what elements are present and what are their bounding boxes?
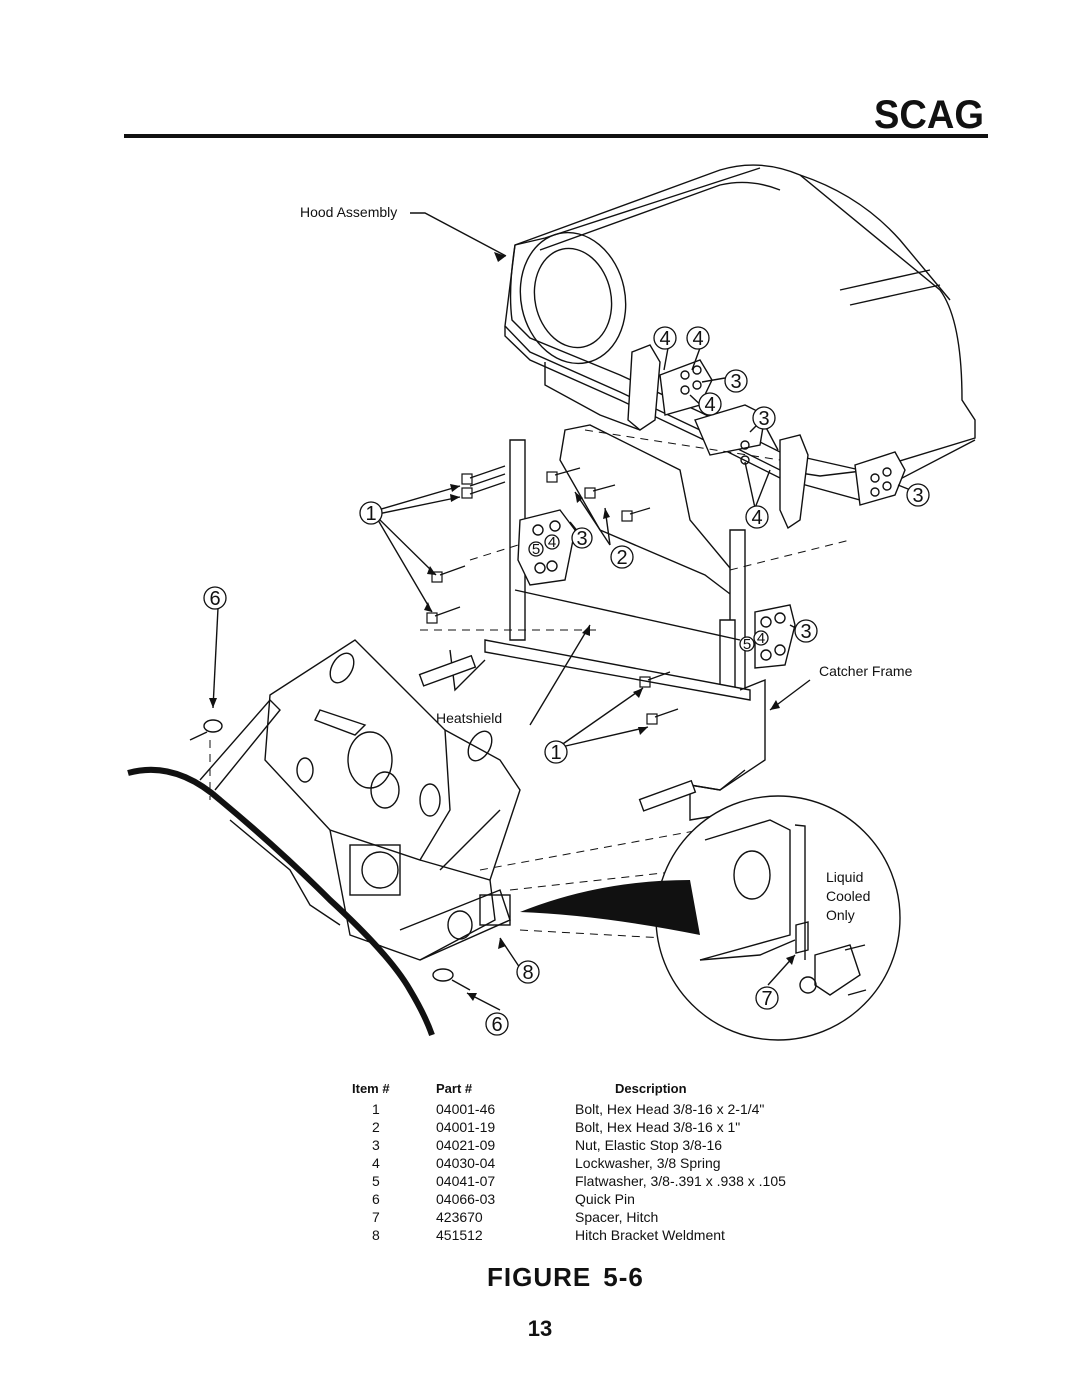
parts-row: 7 423670 Spacer, Hitch: [352, 1208, 832, 1226]
part-description: Bolt, Hex Head 3/8-16 x 1": [575, 1119, 741, 1135]
header-description: Description: [615, 1081, 687, 1096]
callout-2: 2: [616, 547, 627, 569]
callout-8: 8: [522, 962, 533, 984]
callout-5-b: 5: [743, 636, 751, 653]
parts-row: 8 451512 Hitch Bracket Weldment: [352, 1226, 832, 1244]
callout-3-c: 3: [730, 371, 741, 393]
callout-6-a: 6: [209, 588, 220, 610]
hood-assembly: [504, 164, 976, 501]
callout-7: 7: [761, 988, 772, 1010]
part-number: 04030-04: [436, 1155, 496, 1171]
bolts: [426, 465, 679, 725]
callout-4-d: 4: [692, 328, 703, 350]
item-number: 2: [372, 1119, 380, 1135]
hood-mount-brackets: [627, 344, 906, 530]
label-hood-assembly: Hood Assembly: [300, 204, 397, 220]
part-description: Lockwasher, 3/8 Spring: [575, 1155, 721, 1171]
label-liquid: Liquid: [826, 869, 863, 885]
parts-row: 5 04041-07 Flatwasher, 3/8-.391 x .938 x…: [352, 1172, 832, 1190]
parts-row: 2 04001-19 Bolt, Hex Head 3/8-16 x 1": [352, 1118, 832, 1136]
catcher-frame: [418, 439, 766, 821]
callout-3-a: 3: [576, 528, 587, 550]
inset-pointer-wedge: [520, 880, 700, 935]
part-description: Quick Pin: [575, 1191, 635, 1207]
break-line: [127, 766, 435, 1036]
part-number: 423670: [436, 1209, 483, 1225]
header-rule: [124, 134, 988, 138]
figure-word: FIGURE: [487, 1262, 592, 1292]
parts-row: 1 04001-46 Bolt, Hex Head 3/8-16 x 2-1/4…: [352, 1100, 832, 1118]
item-number: 7: [372, 1209, 380, 1225]
callout-4-c: 4: [659, 328, 670, 350]
chassis-frame: [199, 639, 521, 961]
parts-row: 6 04066-03 Quick Pin: [352, 1190, 832, 1208]
part-description: Spacer, Hitch: [575, 1209, 659, 1225]
quick-pins: [189, 719, 471, 991]
part-number: 451512: [436, 1227, 483, 1243]
callout-numbers: 1 6 2 3 5 4 1 3 5 4 8 6 7 4 4 3 4 3 3 4: [209, 328, 923, 1036]
callout-3-e: 3: [912, 485, 923, 507]
detail-inset: [655, 795, 901, 1041]
scag-logo: SCAG: [874, 94, 984, 134]
callout-4-f: 4: [751, 507, 762, 529]
callout-4-e: 4: [704, 394, 715, 416]
header-item: Item #: [352, 1081, 390, 1096]
part-description: Hitch Bracket Weldment: [575, 1227, 725, 1243]
logo-text: SCAG: [874, 94, 984, 134]
header-part: Part #: [436, 1081, 473, 1096]
part-number: 04066-03: [436, 1191, 496, 1207]
part-description: Flatwasher, 3/8-.391 x .938 x .105: [575, 1173, 786, 1189]
part-number: 04041-07: [436, 1173, 496, 1189]
part-number: 04021-09: [436, 1137, 496, 1153]
parts-list-header: Item # Part # Description: [352, 1080, 832, 1098]
callout-3-d: 3: [758, 408, 769, 430]
callout-4-b: 4: [757, 630, 765, 647]
part-number: 04001-46: [436, 1101, 496, 1117]
callout-6-b: 6: [491, 1014, 502, 1036]
callout-5-a: 5: [532, 541, 540, 558]
callout-1-a: 1: [365, 503, 376, 525]
part-number: 04001-19: [436, 1119, 496, 1135]
label-catcher-frame: Catcher Frame: [819, 663, 913, 679]
figure-number: 5-6: [603, 1262, 644, 1292]
item-number: 1: [372, 1101, 380, 1117]
label-heatshield: Heatshield: [436, 710, 502, 726]
callout-3-b: 3: [800, 621, 811, 643]
item-number: 5: [372, 1173, 380, 1189]
washer-plates: [517, 509, 796, 669]
label-cooled: Cooled: [826, 888, 870, 904]
item-number: 3: [372, 1137, 380, 1153]
item-number: 6: [372, 1191, 380, 1207]
parts-row: 3 04021-09 Nut, Elastic Stop 3/8-16: [352, 1136, 832, 1154]
callout-1-b: 1: [550, 742, 561, 764]
callout-circles: [203, 326, 930, 1036]
label-only: Only: [826, 907, 855, 923]
callout-4-a: 4: [548, 534, 556, 551]
part-description: Bolt, Hex Head 3/8-16 x 2-1/4": [575, 1101, 765, 1117]
item-number: 8: [372, 1227, 380, 1243]
item-number: 4: [372, 1155, 380, 1171]
parts-list: Item # Part # Description 1 04001-46 Bol…: [352, 1080, 832, 1244]
figure-caption: FIGURE 5-6: [487, 1262, 644, 1293]
exploded-assembly-diagram: 1 6 2 3 5 4 1 3 5 4 8 6 7 4 4 3 4 3 3 4 …: [127, 164, 976, 1041]
part-description: Nut, Elastic Stop 3/8-16: [575, 1137, 723, 1153]
arrowheads: [209, 252, 795, 1001]
page-number: 13: [527, 1316, 553, 1341]
parts-row: 4 04030-04 Lockwasher, 3/8 Spring: [352, 1154, 832, 1172]
